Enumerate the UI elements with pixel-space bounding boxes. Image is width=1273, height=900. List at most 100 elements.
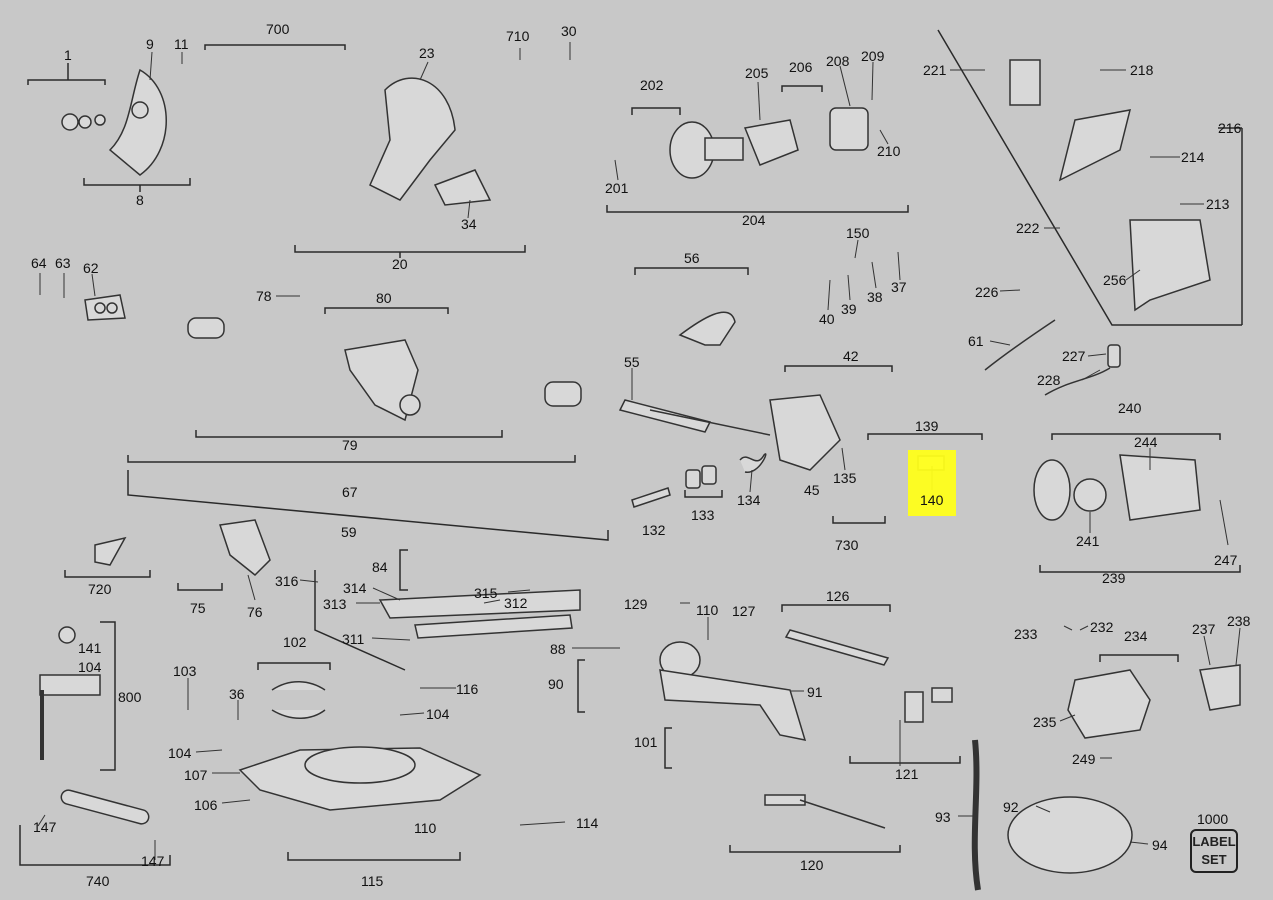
callout-233[interactable]: 233 xyxy=(1014,626,1038,642)
callout-316[interactable]: 316 xyxy=(275,573,299,589)
callout-141[interactable]: 141 xyxy=(78,640,102,656)
callout-76[interactable]: 76 xyxy=(247,604,263,620)
callout-84[interactable]: 84 xyxy=(372,559,388,575)
callout-115[interactable]: 115 xyxy=(361,873,384,889)
callout-232[interactable]: 232 xyxy=(1090,619,1114,635)
callout-61[interactable]: 61 xyxy=(968,333,984,349)
callout-213[interactable]: 213 xyxy=(1206,196,1230,212)
callout-75[interactable]: 75 xyxy=(190,600,206,616)
callout-103[interactable]: 103 xyxy=(173,663,197,679)
callout-134[interactable]: 134 xyxy=(737,492,761,508)
callout-116[interactable]: 116 xyxy=(456,681,479,697)
callout-800[interactable]: 800 xyxy=(118,689,142,705)
callout-206[interactable]: 206 xyxy=(789,59,813,75)
callout-9[interactable]: 9 xyxy=(146,36,154,52)
callout-63[interactable]: 63 xyxy=(55,255,71,271)
callout-78[interactable]: 78 xyxy=(256,288,272,304)
callout-90[interactable]: 90 xyxy=(548,676,564,692)
callout-202[interactable]: 202 xyxy=(640,77,664,93)
callout-218[interactable]: 218 xyxy=(1130,62,1154,78)
callout-240[interactable]: 240 xyxy=(1118,400,1142,416)
callout-39[interactable]: 39 xyxy=(841,301,857,317)
callout-64[interactable]: 64 xyxy=(31,255,47,271)
callout-710[interactable]: 710 xyxy=(506,28,530,44)
callout-94[interactable]: 94 xyxy=(1152,837,1168,853)
callout-34[interactable]: 34 xyxy=(461,216,477,232)
callout-120[interactable]: 120 xyxy=(800,857,824,873)
callout-313[interactable]: 313 xyxy=(323,596,347,612)
callout-150[interactable]: 150 xyxy=(846,225,870,241)
callout-139[interactable]: 139 xyxy=(915,418,939,434)
callout-237[interactable]: 237 xyxy=(1192,621,1216,637)
callout-114[interactable]: 114 xyxy=(576,815,599,831)
callout-147-left[interactable]: 147 xyxy=(33,819,57,835)
callout-208[interactable]: 208 xyxy=(826,53,850,69)
callout-107[interactable]: 107 xyxy=(184,767,208,783)
callout-234[interactable]: 234 xyxy=(1124,628,1148,644)
callout-104-top[interactable]: 104 xyxy=(78,659,102,675)
callout-204[interactable]: 204 xyxy=(742,212,766,228)
callout-216[interactable]: 216 xyxy=(1218,120,1242,136)
callout-38[interactable]: 38 xyxy=(867,289,883,305)
callout-62[interactable]: 62 xyxy=(83,260,99,276)
callout-129[interactable]: 129 xyxy=(624,596,648,612)
callout-8[interactable]: 8 xyxy=(136,192,144,208)
callout-127[interactable]: 127 xyxy=(732,603,756,619)
callout-132[interactable]: 132 xyxy=(642,522,666,538)
callout-214[interactable]: 214 xyxy=(1181,149,1205,165)
callout-740[interactable]: 740 xyxy=(86,873,110,889)
callout-222[interactable]: 222 xyxy=(1016,220,1040,236)
callout-730[interactable]: 730 xyxy=(835,537,859,553)
callout-1[interactable]: 1 xyxy=(64,47,72,63)
callout-59[interactable]: 59 xyxy=(341,524,357,540)
callout-226[interactable]: 226 xyxy=(975,284,999,300)
callout-126[interactable]: 126 xyxy=(826,588,850,604)
callout-36[interactable]: 36 xyxy=(229,686,245,702)
callout-92[interactable]: 92 xyxy=(1003,799,1019,815)
callout-221[interactable]: 221 xyxy=(923,62,947,78)
callout-40[interactable]: 40 xyxy=(819,311,835,327)
callout-133[interactable]: 133 xyxy=(691,507,715,523)
callout-238[interactable]: 238 xyxy=(1227,613,1251,629)
callout-55[interactable]: 55 xyxy=(624,354,640,370)
callout-91[interactable]: 91 xyxy=(807,684,823,700)
callout-93[interactable]: 93 xyxy=(935,809,951,825)
callout-227[interactable]: 227 xyxy=(1062,348,1086,364)
callout-235[interactable]: 235 xyxy=(1033,714,1057,730)
callout-79[interactable]: 79 xyxy=(342,437,358,453)
callout-88[interactable]: 88 xyxy=(550,641,566,657)
callout-314[interactable]: 314 xyxy=(343,580,367,596)
callout-23[interactable]: 23 xyxy=(419,45,435,61)
callout-135[interactable]: 135 xyxy=(833,470,857,486)
callout-209[interactable]: 209 xyxy=(861,48,885,64)
callout-104-left[interactable]: 104 xyxy=(168,745,192,761)
callout-110-top[interactable]: 110 xyxy=(696,602,719,618)
callout-312[interactable]: 312 xyxy=(504,595,528,611)
callout-67[interactable]: 67 xyxy=(342,484,358,500)
callout-205[interactable]: 205 xyxy=(745,65,769,81)
callout-140[interactable]: 140 xyxy=(920,492,944,508)
callout-80[interactable]: 80 xyxy=(376,290,392,306)
callout-20[interactable]: 20 xyxy=(392,256,408,272)
callout-201[interactable]: 201 xyxy=(605,180,629,196)
callout-56[interactable]: 56 xyxy=(684,250,700,266)
callout-37[interactable]: 37 xyxy=(891,279,907,295)
callout-311[interactable]: 311 xyxy=(342,631,365,647)
callout-147-right[interactable]: 147 xyxy=(141,853,165,869)
callout-104-mid[interactable]: 104 xyxy=(426,706,450,722)
callout-247[interactable]: 247 xyxy=(1214,552,1238,568)
callout-121[interactable]: 121 xyxy=(895,766,919,782)
callout-30[interactable]: 30 xyxy=(561,23,577,39)
callout-700[interactable]: 700 xyxy=(266,21,290,37)
callout-101[interactable]: 101 xyxy=(634,734,658,750)
callout-244[interactable]: 244 xyxy=(1134,434,1158,450)
callout-11[interactable]: 11 xyxy=(174,36,189,52)
callout-720[interactable]: 720 xyxy=(88,581,112,597)
callout-110-bottom[interactable]: 110 xyxy=(414,820,437,836)
callout-315[interactable]: 315 xyxy=(474,585,498,601)
callout-1000[interactable]: 1000 xyxy=(1197,811,1229,827)
callout-106[interactable]: 106 xyxy=(194,797,218,813)
callout-228[interactable]: 228 xyxy=(1037,372,1061,388)
callout-241[interactable]: 241 xyxy=(1076,533,1100,549)
callout-102[interactable]: 102 xyxy=(283,634,307,650)
